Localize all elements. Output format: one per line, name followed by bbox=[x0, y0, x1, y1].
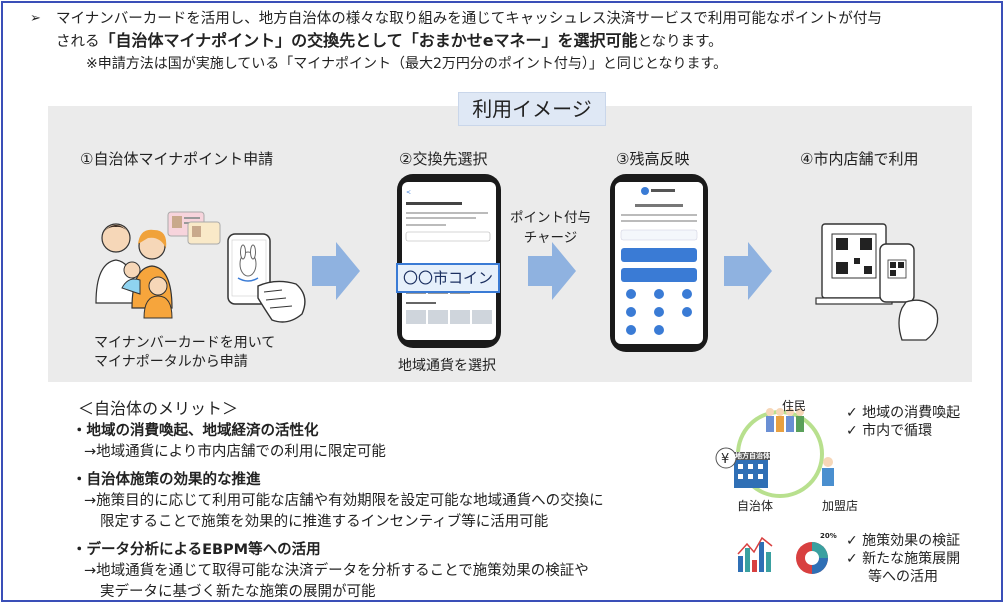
merit-detail: 実データに基づく新たな施策の展開が可能 bbox=[100, 584, 376, 600]
intro-line-1: マイナンバーカードを活用し、地方自治体の様々な取り組みを通じてキャッシュレス決済… bbox=[56, 11, 882, 27]
merits-section: ＜自治体のメリット＞ ・地域の消費喚起、地域経済の活性化 →地域通貨により市内店… bbox=[72, 398, 712, 603]
intro-block: ➢ マイナンバーカードを活用し、地方自治体の様々な取り組みを通じてキャッシュレス… bbox=[30, 8, 990, 75]
merits-heading: ＜自治体のメリット＞ bbox=[78, 399, 239, 418]
merit-detail: →地域通貨を通じて取得可能な決済データを分析することで施策効果の検証や bbox=[84, 563, 589, 579]
step-3-label: ③残高反映 bbox=[616, 150, 690, 168]
family-applying-illustration bbox=[95, 211, 306, 323]
circulation-diagram bbox=[715, 408, 834, 498]
residents-icon bbox=[766, 408, 804, 432]
balance-screen bbox=[615, 182, 703, 344]
step-1-label: ①自治体マイナポイント申請 bbox=[80, 150, 274, 168]
merit-title: ・自治体施策の効果的な推進 bbox=[72, 472, 261, 488]
transfer-label: ポイント付与 チャージ bbox=[510, 210, 591, 246]
panel-title: 利用イメージ bbox=[458, 92, 606, 126]
intro-note: ※申請方法は国が実施している「マイナポイント（最大2万円分のポイント付与）」と同… bbox=[86, 56, 728, 72]
step-2-label: ②交換先選択 bbox=[399, 150, 488, 168]
flow-arrow-icon bbox=[528, 242, 576, 300]
benefits-checklist-1: ✓ 地域の消費喚起 ✓ 市内で循環 bbox=[846, 405, 961, 439]
phone-exchange-selection: < bbox=[397, 174, 501, 348]
svg-text:<: < bbox=[406, 189, 411, 196]
intro-line-2: される「自治体マイナポイント」の交換先として「おまかせeマネー」を選択可能となり… bbox=[56, 31, 723, 50]
step-1-caption: マイナンバーカードを用いて マイナポータルから申請 bbox=[94, 335, 276, 370]
intro-highlight: 「自治体マイナポイント」の交換先として「おまかせeマネー」を選択可能 bbox=[99, 31, 638, 50]
merit-title: ・地域の消費喚起、地域経済の活性化 bbox=[72, 423, 319, 439]
city-label: 自治体 bbox=[737, 499, 774, 513]
step-2-caption: 地域通貨を選択 bbox=[398, 358, 496, 374]
flow-arrow-icon bbox=[312, 242, 360, 300]
yen-symbol: ¥ bbox=[721, 452, 730, 467]
merit-detail: →地域通貨により市内店舗での利用に限定可能 bbox=[84, 444, 386, 460]
bar-chart-icon bbox=[734, 532, 778, 576]
pie-chart-icon bbox=[796, 542, 828, 574]
step-4-label: ④市内店舗で利用 bbox=[800, 150, 919, 168]
merit-detail: 限定することで施策を効果的に推進するインセンティブ等に活用可能 bbox=[100, 514, 549, 530]
building-sign: 地方自治体 bbox=[735, 452, 770, 460]
phone-balance-screen bbox=[610, 174, 708, 352]
store-label: 加盟店 bbox=[822, 499, 859, 513]
residents-label: 住民 bbox=[782, 399, 807, 413]
exchange-screen: < bbox=[402, 182, 496, 340]
qr-payment-illustration bbox=[815, 223, 939, 341]
merit-title: ・データ分析によるEBPM等への活用 bbox=[72, 542, 321, 558]
coin-option-highlight: 〇〇市コイン bbox=[396, 263, 500, 293]
pie-percent-label: 20% bbox=[820, 532, 837, 540]
flow-arrow-icon bbox=[724, 242, 772, 300]
merit-detail: →施策目的に応じて利用可能な店舗や有効期限を設定可能な地域通貨への交換に bbox=[84, 493, 604, 509]
bullet-arrow-icon: ➢ bbox=[30, 11, 41, 26]
benefits-checklist-2: ✓ 施策効果の検証 ✓ 新たな施策展開 等への活用 bbox=[846, 533, 961, 585]
